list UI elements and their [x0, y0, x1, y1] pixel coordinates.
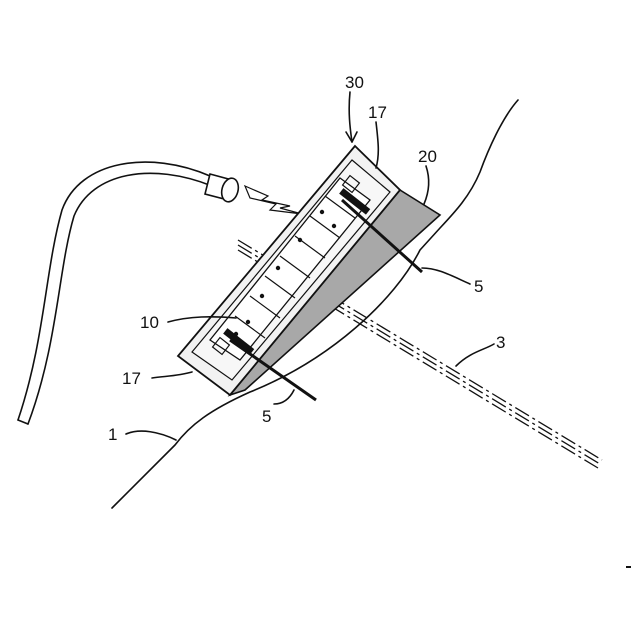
- leader-5-lower: [274, 390, 294, 404]
- leader-1: [126, 431, 176, 440]
- label-5-upper: 5: [474, 277, 483, 296]
- leader-17-bottom: [152, 372, 192, 378]
- leader-17-top: [376, 122, 378, 168]
- leader-3: [456, 344, 494, 366]
- signal-lightning-icon: [245, 186, 302, 214]
- connector: [205, 174, 241, 204]
- edge-mark: [626, 566, 631, 568]
- label-10: 10: [140, 313, 159, 332]
- label-17-bottom: 17: [122, 369, 141, 388]
- label-17-top: 17: [368, 103, 387, 122]
- label-3: 3: [496, 333, 505, 352]
- leader-5-upper: [422, 268, 470, 284]
- label-30: 30: [345, 73, 364, 92]
- label-1: 1: [108, 425, 117, 444]
- label-20: 20: [418, 147, 437, 166]
- label-5-lower: 5: [262, 407, 271, 426]
- leader-20: [424, 166, 429, 204]
- cable: [18, 162, 212, 424]
- device-arrow: [346, 92, 357, 142]
